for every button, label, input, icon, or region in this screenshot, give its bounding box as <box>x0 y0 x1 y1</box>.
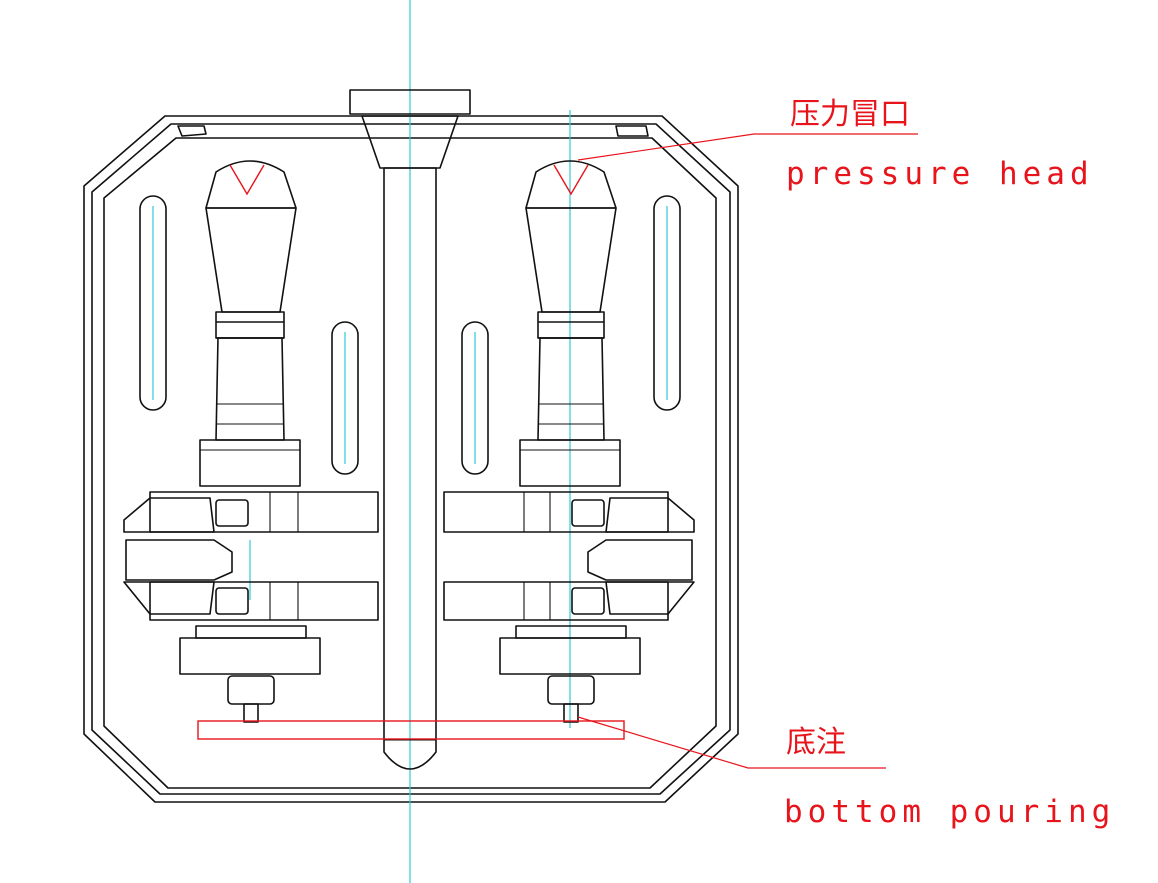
bottom-pouring-leader <box>577 716 886 769</box>
left-casting-assembly <box>123 160 379 723</box>
bottom-pouring-runner <box>197 720 625 740</box>
pressure-head-label-en: pressure head <box>786 156 1094 192</box>
bottom-pouring-label-en: bottom pouring <box>784 794 1115 830</box>
right-casting-assembly <box>443 160 695 723</box>
bottom-pouring-label-cn: 底注 <box>786 725 846 760</box>
pressure-head-label-cn: 压力冒口 <box>790 97 910 132</box>
pressure-head-leader <box>577 133 918 161</box>
vent-slots <box>139 195 681 475</box>
central-sprue <box>349 89 471 770</box>
mold-flask-outline <box>83 115 739 803</box>
